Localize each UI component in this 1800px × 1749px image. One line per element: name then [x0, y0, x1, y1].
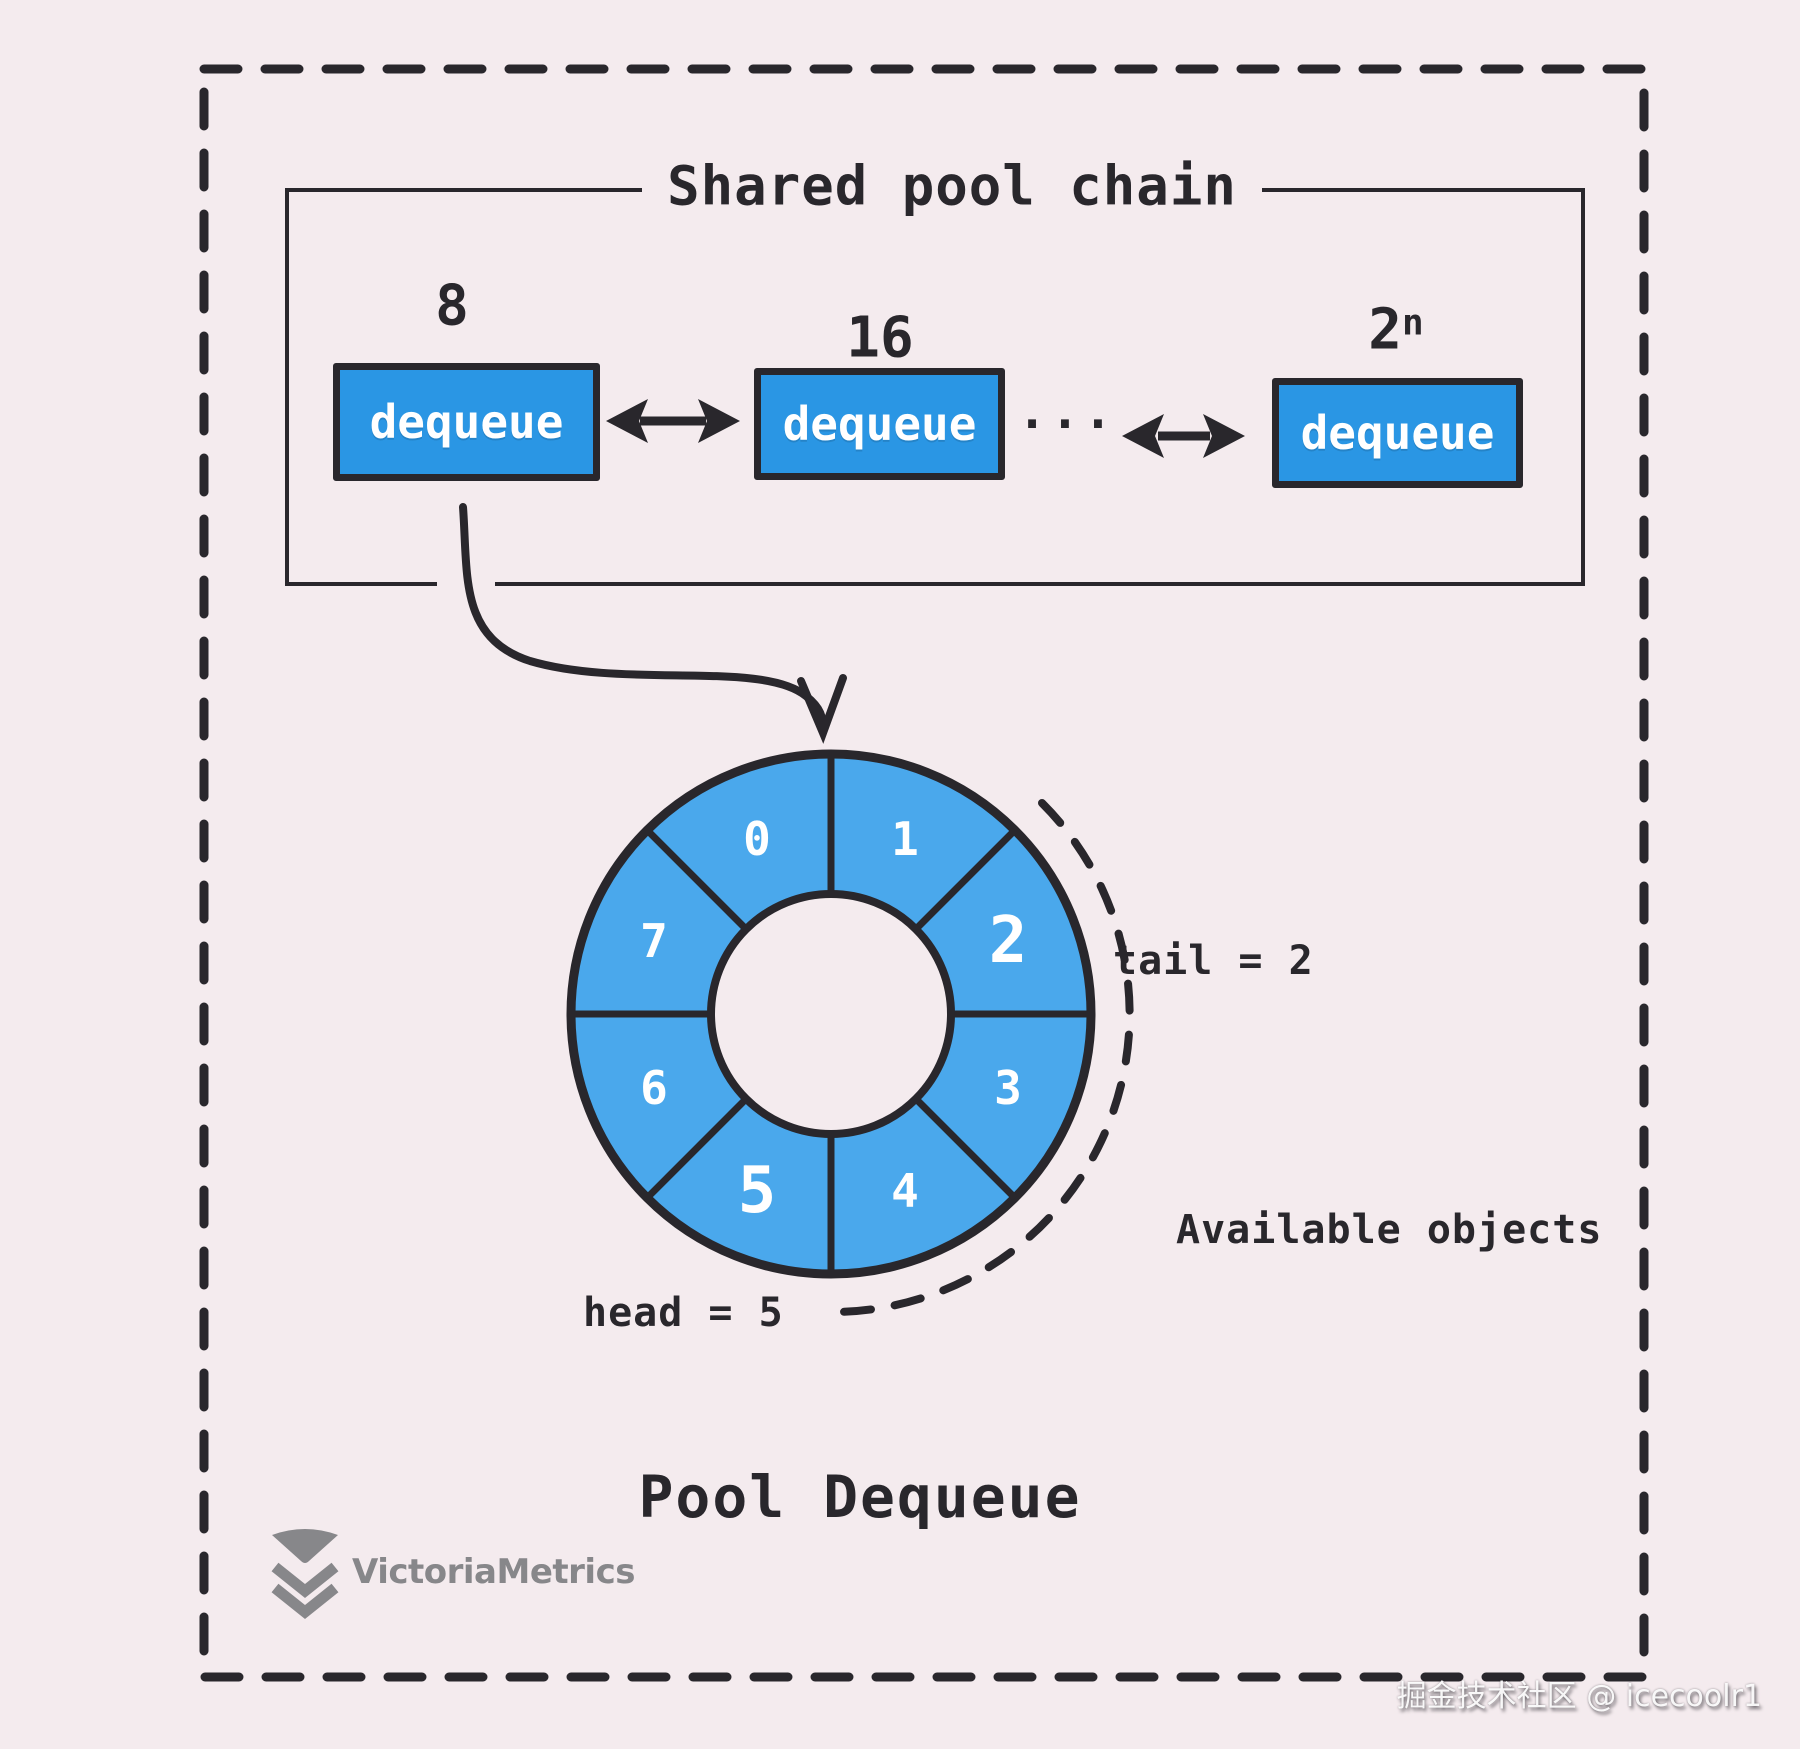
- ring-segment-label-6: 6: [640, 1061, 668, 1115]
- ring-segment-label-5: 5: [737, 1154, 777, 1228]
- ring-segment-label-4: 4: [891, 1164, 919, 1218]
- chain-frame: [285, 188, 1585, 586]
- ring-segment-label-2: 2: [988, 904, 1028, 978]
- ring-segment-label-7: 7: [640, 914, 668, 968]
- ring-segment-label-0: 0: [743, 812, 771, 866]
- victoriametrics-logo-icon: [271, 1529, 339, 1620]
- dequeue-box-label: dequeue: [782, 397, 977, 451]
- exponent: n: [1402, 302, 1424, 344]
- chain-node-size-0: 8: [435, 273, 469, 339]
- chain-title: Shared pool chain: [667, 154, 1237, 218]
- available-objects-label: Available objects: [1176, 1207, 1603, 1253]
- ring-segment-label-3: 3: [994, 1061, 1022, 1115]
- chain-link-arrow-2: [1122, 414, 1245, 458]
- ring-dividers: [571, 754, 1091, 1274]
- dequeue-box-1: dequeue: [333, 363, 600, 481]
- chain-node-size-1: 16: [846, 305, 914, 371]
- chain-ellipsis: ...: [1017, 384, 1117, 440]
- dequeue-box-2: dequeue: [754, 368, 1005, 480]
- watermark: 掘金技术社区 @ icecoolr1: [1396, 1679, 1762, 1714]
- dequeue-box-3: dequeue: [1272, 378, 1523, 488]
- curved-arrow: [459, 503, 847, 744]
- chain-link-arrow-1: [606, 399, 740, 443]
- chain-node-size-2: 2n: [1368, 297, 1424, 363]
- ring: [566, 749, 1096, 1279]
- dequeue-box-label: dequeue: [1300, 406, 1495, 460]
- diagram-caption: Pool Dequeue: [638, 1463, 1082, 1531]
- available-objects-arc: [822, 799, 1134, 1317]
- head-pointer-label: head = 5: [583, 1290, 784, 1336]
- ring-segment-label-1: 1: [891, 812, 919, 866]
- victoriametrics-wordmark: VictoriaMetrics: [352, 1552, 635, 1592]
- tail-pointer-label: tail = 2: [1113, 938, 1314, 984]
- dequeue-box-label: dequeue: [369, 395, 564, 449]
